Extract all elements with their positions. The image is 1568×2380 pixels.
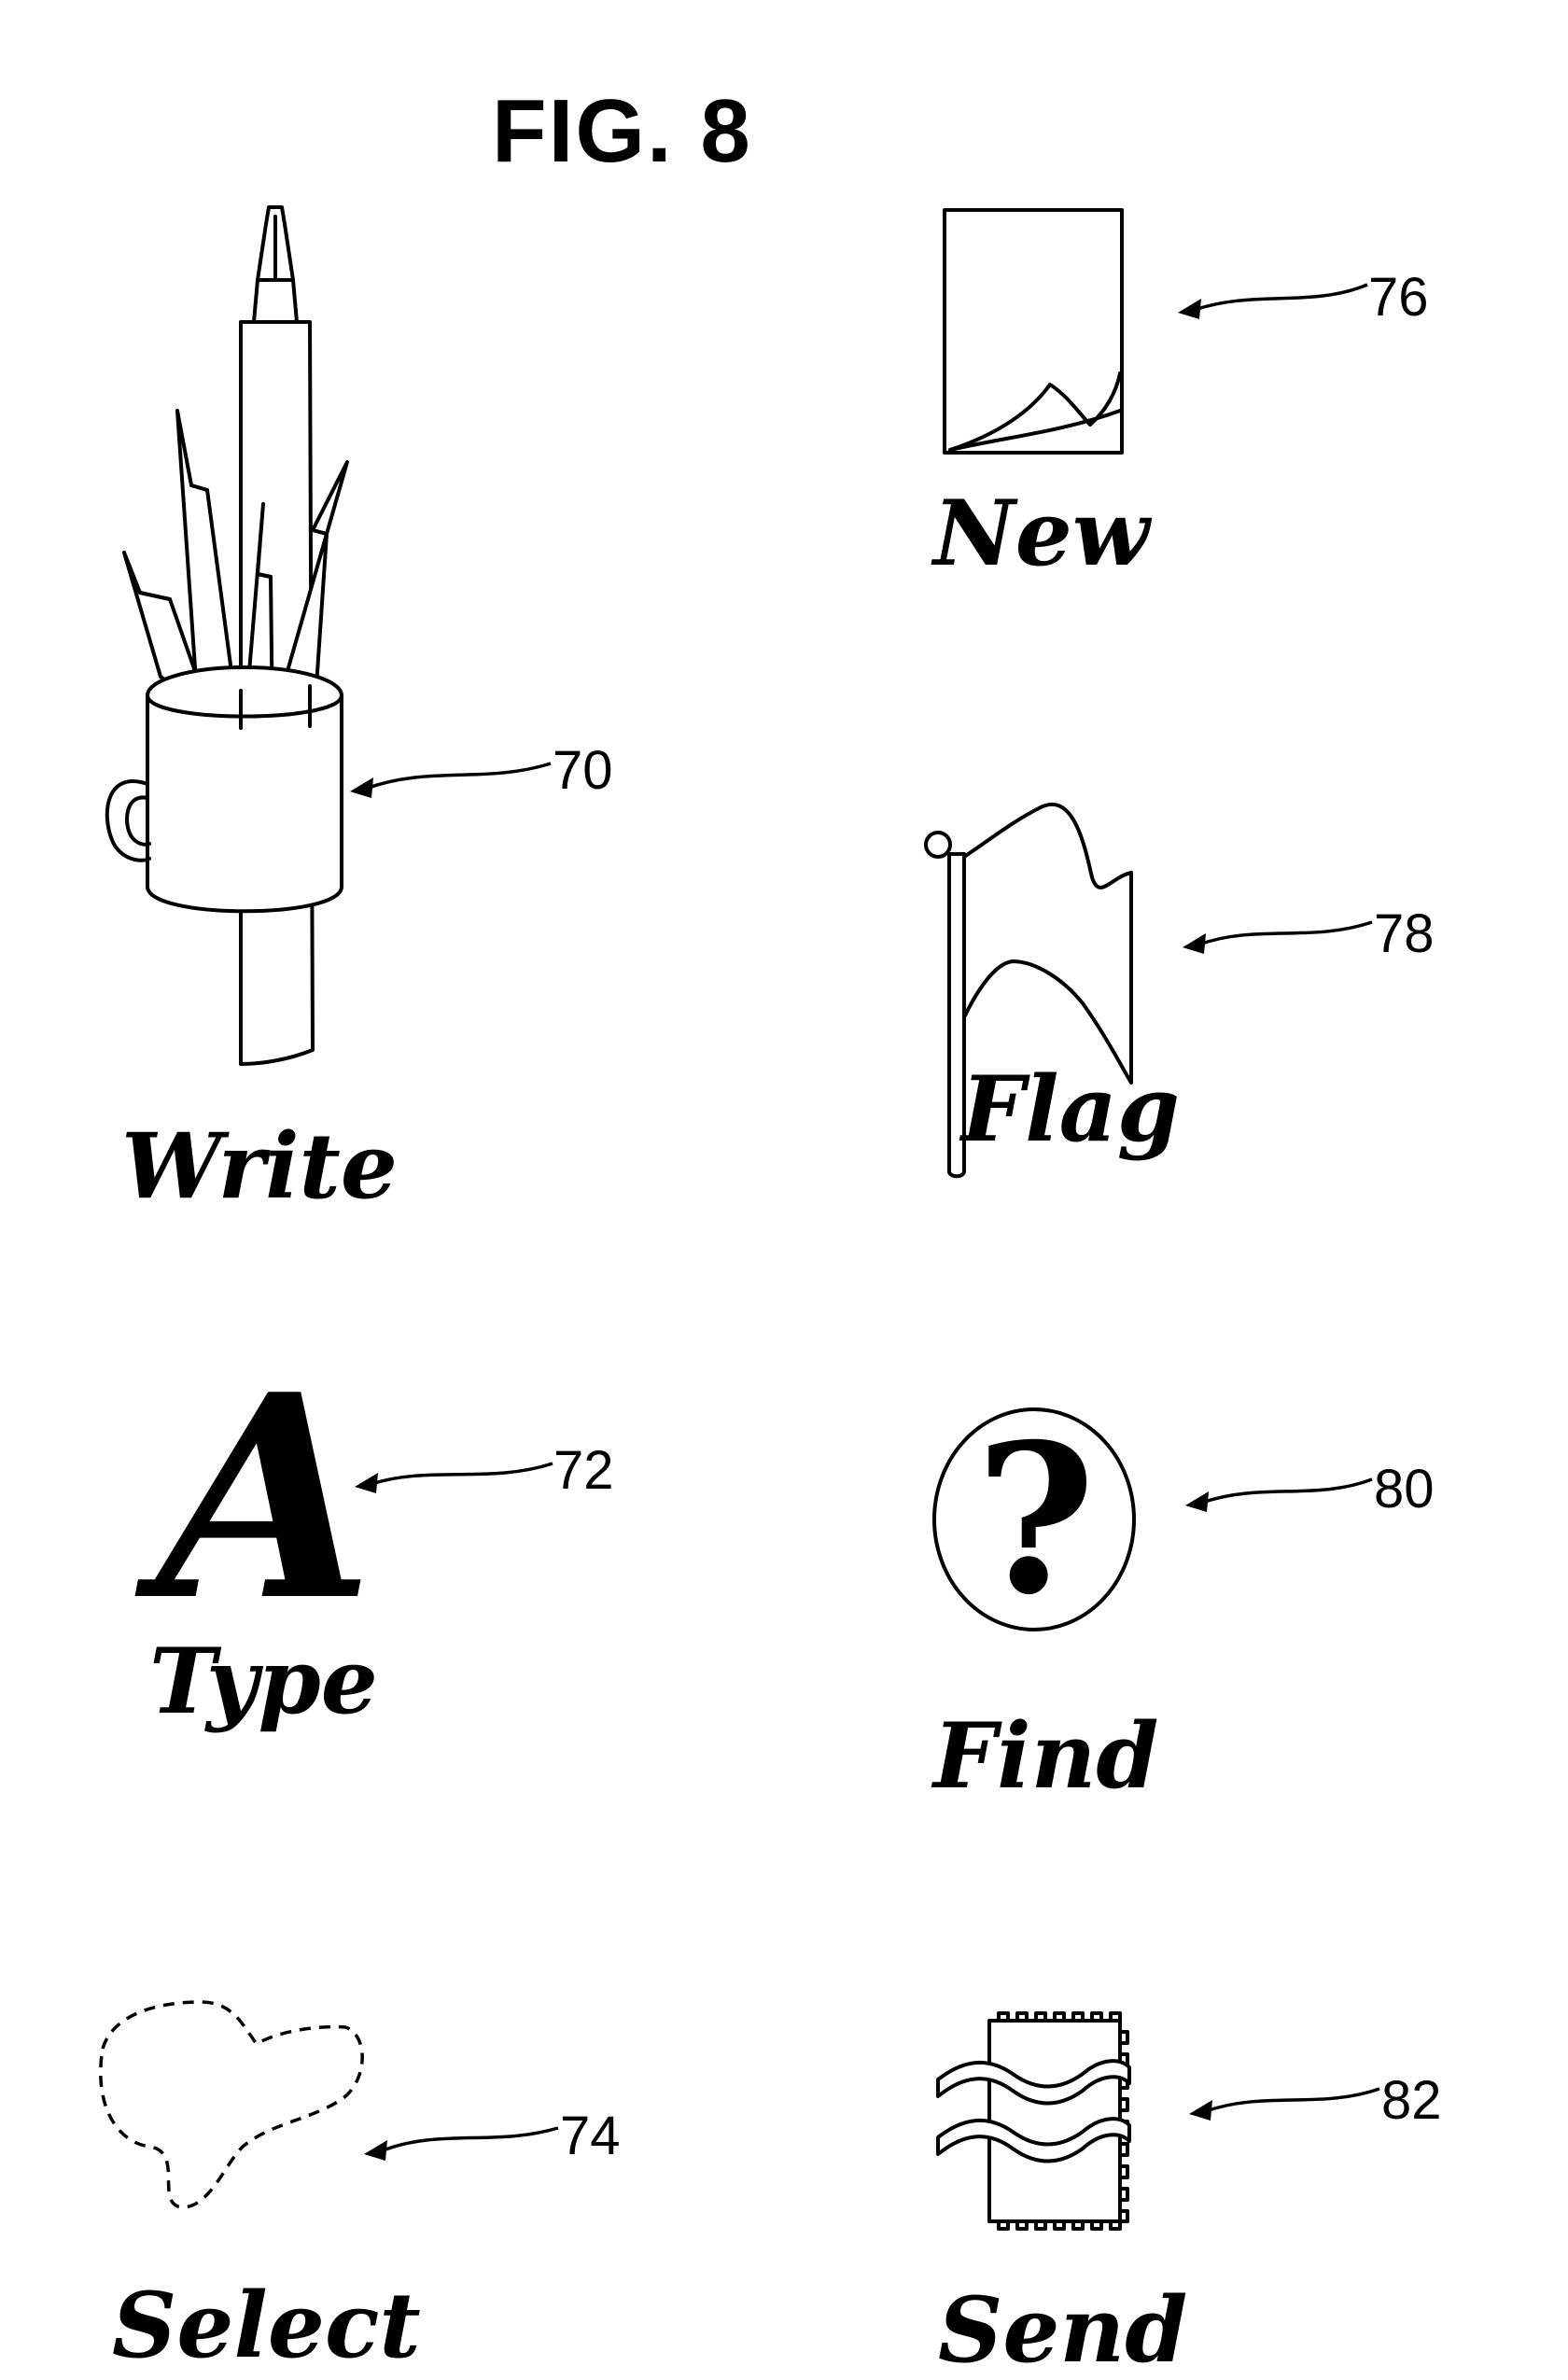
send-tool[interactable]: Send <box>936 2011 1187 2380</box>
write-tool[interactable]: Write <box>105 205 398 1219</box>
select-label: Select <box>112 2273 421 2378</box>
blank-page-icon <box>943 208 1124 455</box>
flag-icon <box>924 803 1133 1179</box>
ref-numeral-78: 78 <box>1374 903 1435 964</box>
new-tool[interactable]: New <box>931 208 1153 586</box>
type-tool[interactable]: A Type <box>135 1333 378 1734</box>
type-label: Type <box>149 1629 378 1734</box>
ref-numeral-80: 80 <box>1374 1459 1435 1519</box>
question-glyph: ? <box>975 1398 1096 1640</box>
ref-80-leader: 80 <box>1185 1459 1435 1519</box>
lasso-selection-icon <box>99 2000 364 2209</box>
find-label: Find <box>931 1703 1159 1809</box>
question-mark-icon: ? <box>932 1398 1136 1640</box>
ref-numeral-70: 70 <box>553 740 613 801</box>
ref-numeral-72: 72 <box>553 1440 614 1501</box>
flag-tool[interactable]: Flag <box>924 803 1180 1179</box>
select-tool[interactable]: Select <box>99 2000 421 2378</box>
ref-numeral-74: 74 <box>560 2106 621 2166</box>
postage-stamp-icon <box>936 2011 1131 2231</box>
pen-pencil-cup-icon <box>105 205 349 1066</box>
ref-72-leader: 72 <box>355 1440 614 1501</box>
letter-a-icon: A <box>135 1333 374 1662</box>
send-label: Send <box>938 2277 1187 2380</box>
figure-title: FIG. 8 <box>492 81 752 181</box>
ref-74-leader: 74 <box>364 2106 621 2166</box>
ref-70-leader: 70 <box>350 740 613 801</box>
ref-76-leader: 76 <box>1178 267 1429 328</box>
ref-numeral-82: 82 <box>1381 2070 1442 2131</box>
ref-82-leader: 82 <box>1189 2070 1442 2131</box>
write-label: Write <box>121 1113 398 1219</box>
ref-78-leader: 78 <box>1183 903 1435 964</box>
new-label: New <box>931 481 1153 586</box>
flag-label: Flag <box>959 1057 1180 1162</box>
find-tool[interactable]: ? Find <box>931 1398 1159 1809</box>
ref-numeral-76: 76 <box>1368 267 1429 328</box>
